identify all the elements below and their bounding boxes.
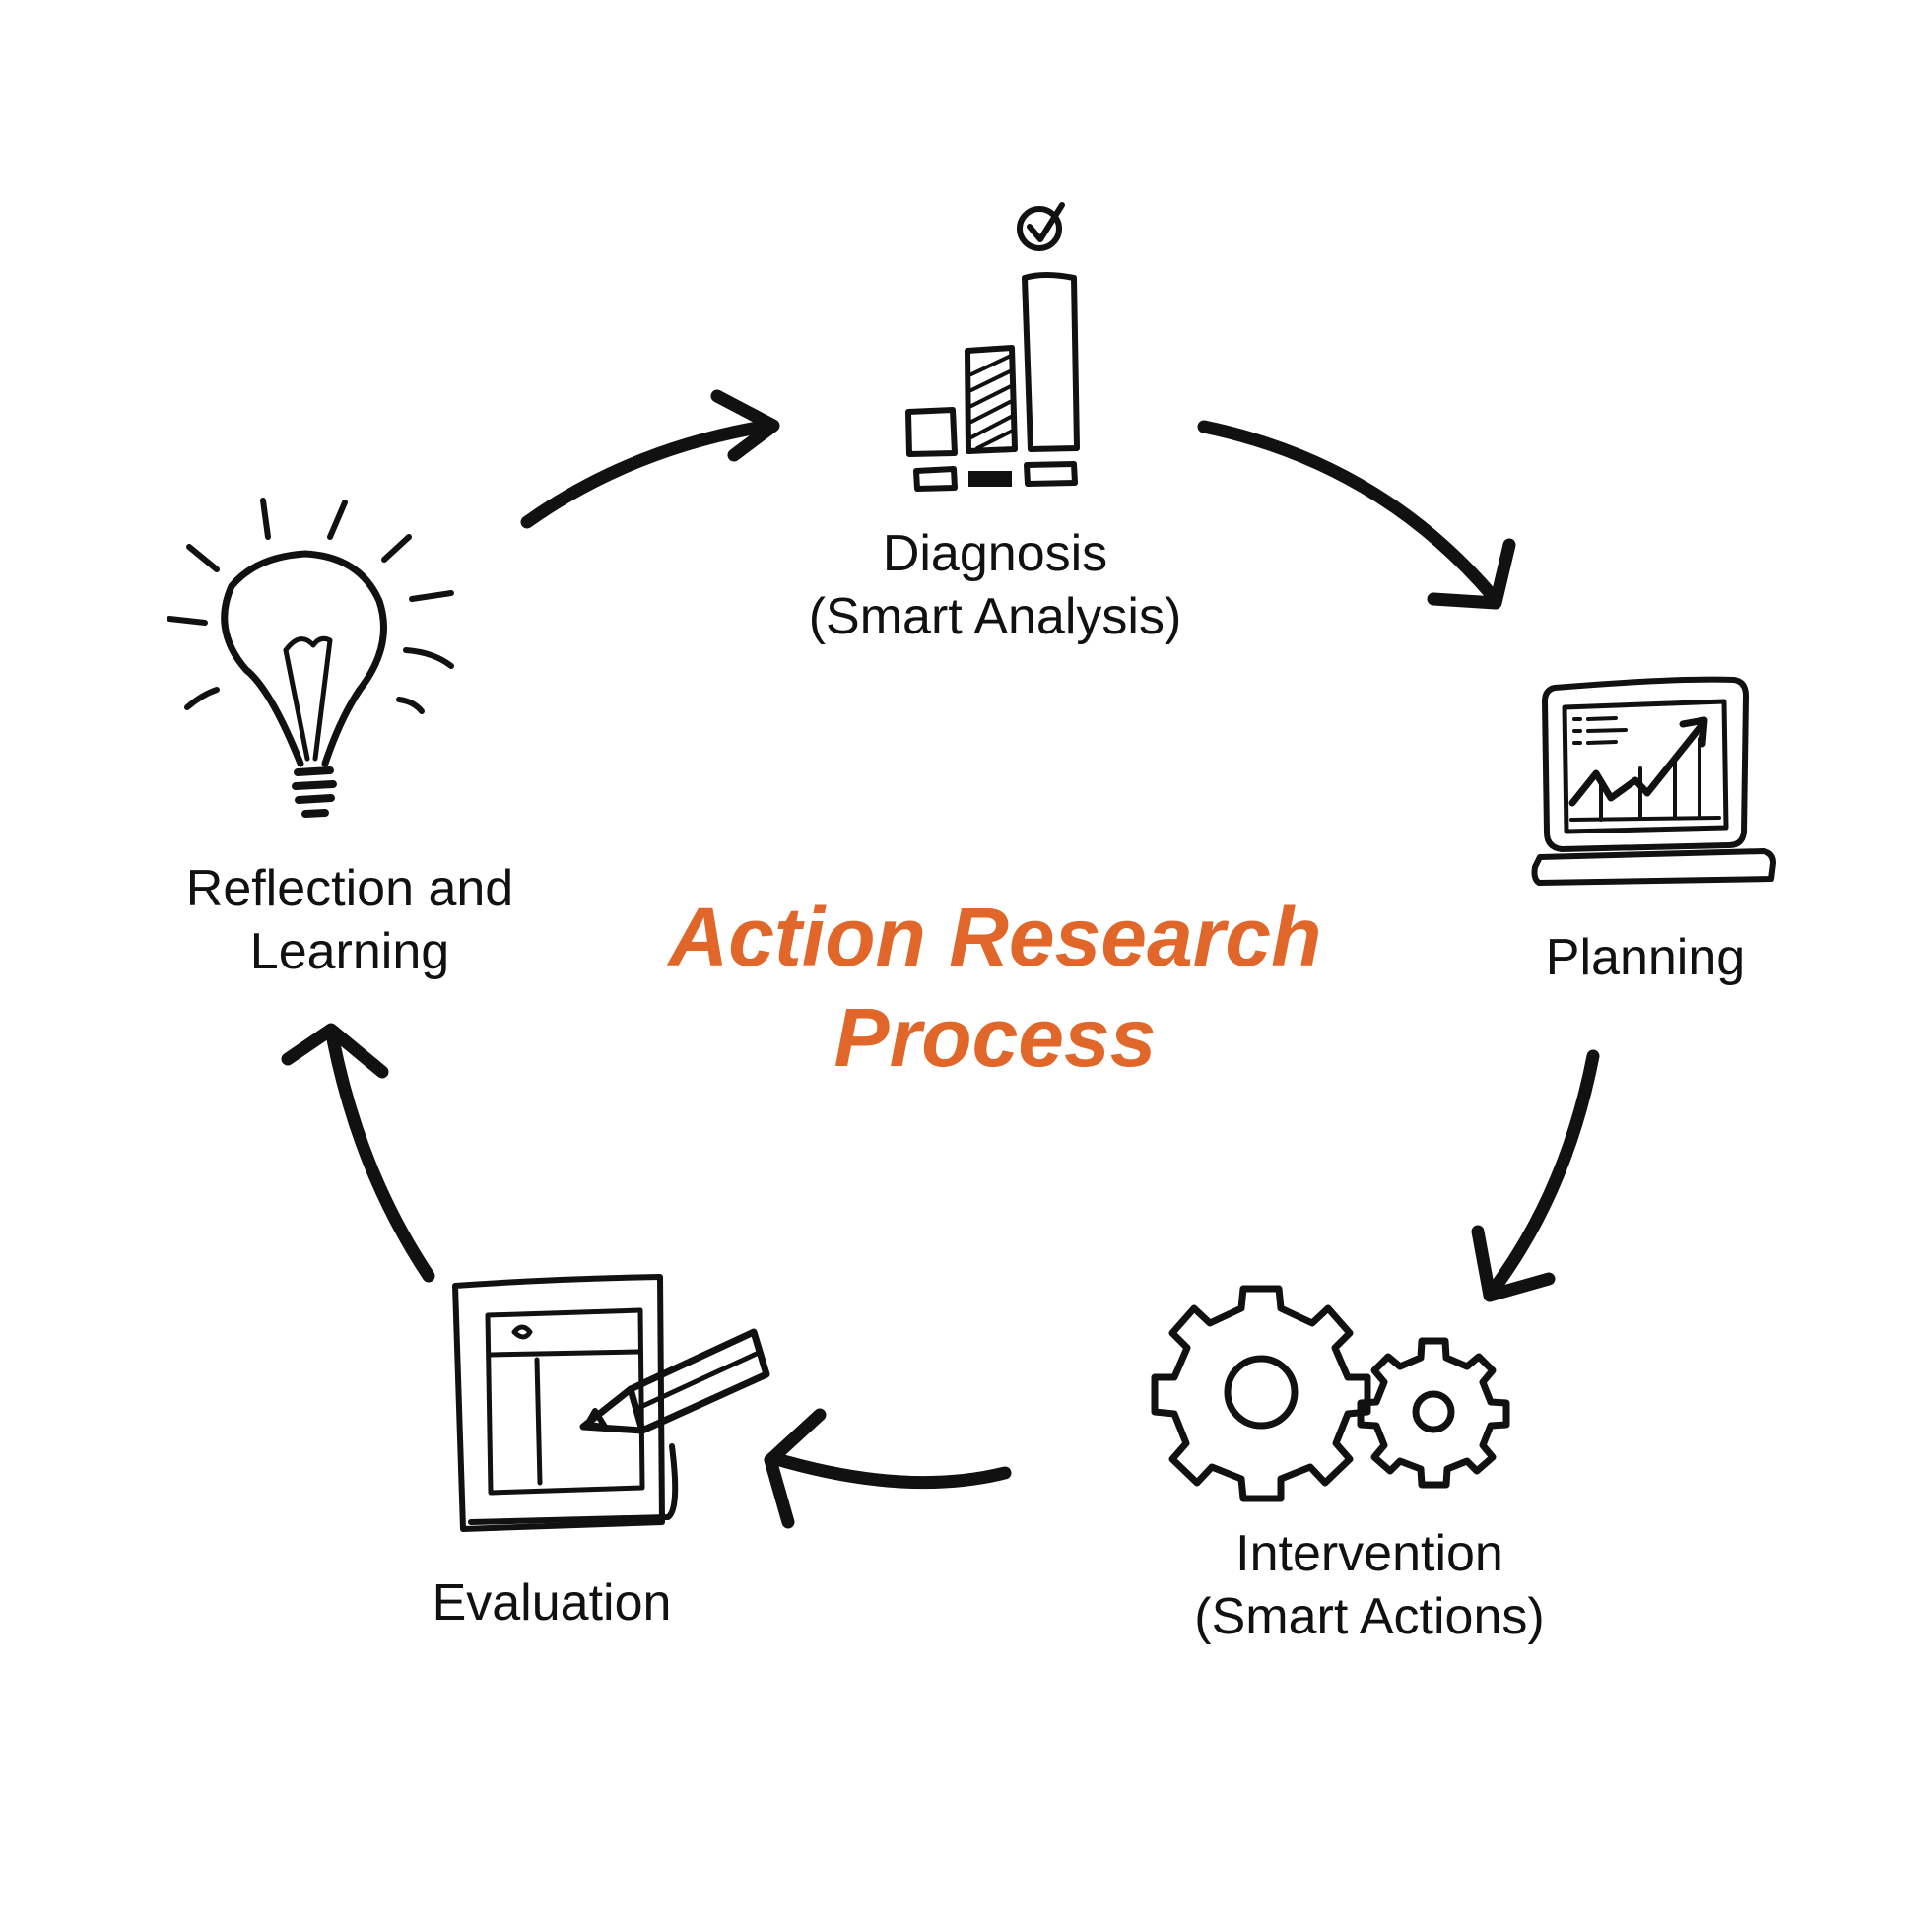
step-label-diagnosis: Diagnosis (Smart Analysis) <box>749 522 1241 648</box>
step-label-intervention: Intervention (Smart Actions) <box>1123 1522 1616 1648</box>
arrow-evaluation-to-reflection <box>281 1023 435 1283</box>
intervention-line2: (Smart Actions) <box>1194 1588 1545 1645</box>
bar-chart-check-icon <box>905 202 1080 492</box>
arrow-diagnosis-to-planning <box>1197 420 1516 610</box>
document-pencil-icon <box>452 1274 770 1532</box>
diagnosis-line1: Diagnosis <box>882 525 1108 582</box>
arrow-reflection-to-diagnosis <box>520 389 780 529</box>
arrow-planning-to-intervention <box>1471 1049 1600 1302</box>
evaluation-line1: Evaluation <box>432 1574 672 1632</box>
reflection-line2: Learning <box>249 923 450 980</box>
reflection-line1: Reflection and <box>185 860 514 917</box>
diagnosis-line2: (Smart Analysis) <box>808 588 1182 645</box>
step-label-evaluation: Evaluation <box>374 1571 729 1634</box>
intervention-line1: Intervention <box>1235 1525 1503 1582</box>
laptop-chart-icon <box>1531 676 1776 886</box>
planning-line1: Planning <box>1545 929 1746 986</box>
step-label-planning: Planning <box>1498 926 1793 989</box>
gears-icon <box>1151 1285 1510 1502</box>
diagram-title: Action Research Process <box>621 887 1369 1088</box>
title-line2: Process <box>833 991 1157 1084</box>
step-label-reflection: Reflection and Learning <box>133 857 566 983</box>
lightbulb-icon <box>167 498 454 818</box>
arrow-intervention-to-evaluation <box>764 1408 1012 1529</box>
title-line1: Action Research <box>668 891 1322 983</box>
